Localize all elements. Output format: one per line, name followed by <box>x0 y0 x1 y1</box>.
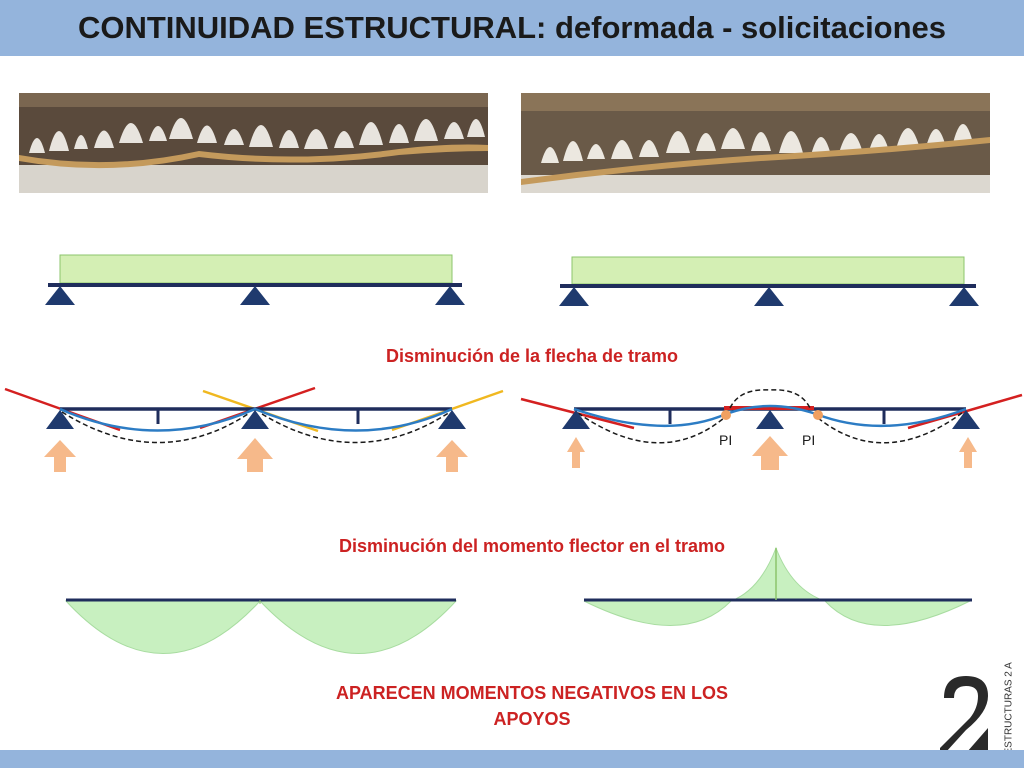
distributed-load-right <box>571 256 965 285</box>
support-right-1 <box>559 287 589 306</box>
support-left-3 <box>435 286 465 305</box>
shelf-photo-right <box>521 93 990 193</box>
moment-diagram-right <box>583 546 972 626</box>
inflection-point-label-left: PI <box>719 432 733 448</box>
logo-text: ESTRUCTURAS 2 A <box>1003 662 1015 755</box>
moment-diagram-left <box>64 598 458 654</box>
support-right-2 <box>754 287 784 306</box>
caption-moment: Disminución del momento flector en el tr… <box>338 536 726 556</box>
support-right-3 <box>949 287 979 306</box>
distributed-load-left <box>59 254 453 284</box>
deformation-right <box>520 389 1023 444</box>
title-band <box>0 0 1024 56</box>
reactions-left <box>44 438 468 472</box>
support-left-2 <box>240 286 270 305</box>
inflection-point-label-right: PI <box>802 432 816 448</box>
bottom-band <box>0 750 1024 768</box>
shelf-photo-left-graphic <box>19 93 488 193</box>
shelf-photo-right-graphic <box>521 93 990 193</box>
caption-deflection: Disminución de la flecha de tramo <box>385 346 679 366</box>
reactions-right <box>567 436 977 470</box>
page-title: CONTINUIDAD ESTRUCTURAL: deformada - sol… <box>77 10 947 45</box>
caption-negative-moments: APARECEN MOMENTOS NEGATIVOS EN LOS APOYO… <box>335 683 729 729</box>
deformation-left <box>4 386 504 444</box>
course-logo-label: ESTRUCTURAS 2 A <box>1000 662 1018 756</box>
support-left-1 <box>45 286 75 305</box>
shelf-photo-left <box>19 93 488 193</box>
